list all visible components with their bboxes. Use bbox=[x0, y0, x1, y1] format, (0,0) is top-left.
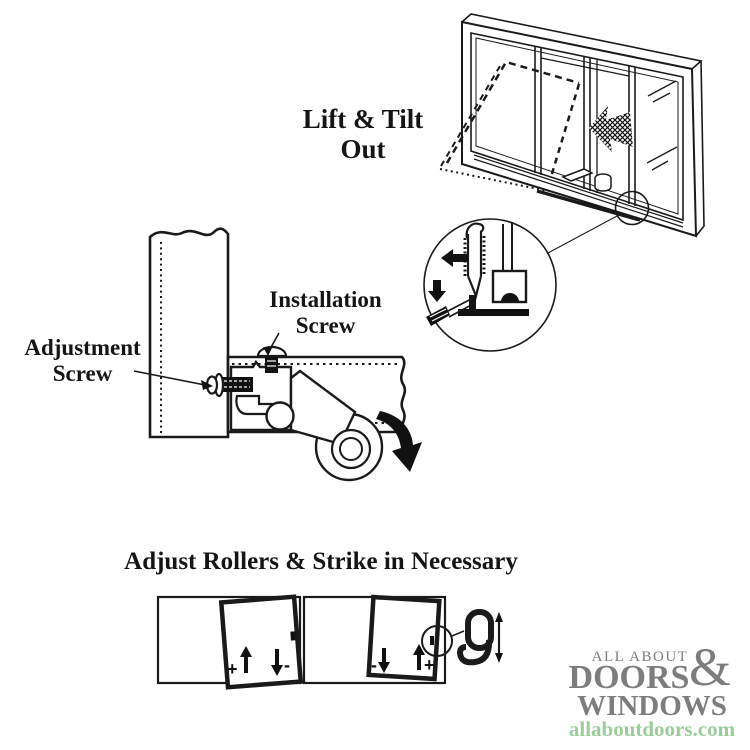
right-door-minus-marker: - bbox=[371, 655, 377, 675]
installation-screw-label: Installation Screw bbox=[248, 287, 403, 339]
tilt-out-arrow-icon bbox=[589, 106, 633, 152]
left-door-latch bbox=[290, 631, 296, 641]
right-lower-arrow-icon bbox=[378, 648, 390, 673]
detail-connector-line bbox=[547, 215, 618, 254]
logo-all-about: ALL ABOUT bbox=[591, 649, 689, 665]
roller-wheel-hub bbox=[339, 437, 363, 461]
adjustment-screw-label: Adjustment Screw bbox=[5, 335, 160, 387]
tilted-door-dashed-outline bbox=[439, 60, 581, 192]
logo-doors: DOORS bbox=[568, 659, 690, 696]
lift-tilt-detail-circle bbox=[423, 218, 557, 352]
adjustment-screw bbox=[205, 372, 253, 398]
lift-tilt-caption-line1: Lift & Tilt bbox=[302, 104, 424, 134]
adjustment-screw-pointer-arrow bbox=[133, 370, 213, 390]
screwdriver bbox=[426, 297, 476, 326]
left-lower-arrow-icon bbox=[271, 649, 283, 676]
strike-highlight-circle bbox=[421, 625, 453, 657]
logo-windows: WINDOWS bbox=[577, 690, 727, 722]
left-door-minus-marker: - bbox=[284, 655, 290, 675]
logo-ampersand: & bbox=[689, 637, 732, 697]
roller-wheel-middle bbox=[330, 428, 372, 470]
installation-screw-pointer-arrow bbox=[263, 332, 280, 356]
roller-location-highlight-circle bbox=[614, 190, 650, 226]
bottom-track bbox=[473, 154, 684, 228]
strike-connector-line bbox=[451, 630, 465, 637]
door-jamb bbox=[502, 222, 513, 271]
roller-swing-arrow-icon bbox=[376, 411, 422, 472]
adjust-doors-diagrams bbox=[156, 594, 503, 690]
door-handle bbox=[561, 168, 612, 192]
adjustment-screw-label-line1: Adjustment bbox=[24, 335, 141, 360]
installation-screw-label-line2: Screw bbox=[295, 312, 356, 338]
panel-mullions bbox=[534, 47, 636, 206]
strike-keeper bbox=[456, 609, 494, 666]
pry-left-arrow-icon bbox=[441, 249, 468, 267]
right-door-plus-marker: + bbox=[424, 655, 435, 675]
lift-tilt-caption-line2: Out bbox=[340, 134, 386, 165]
door-frame bbox=[461, 13, 705, 238]
lift-tilt-caption: Lift & Tilt Out bbox=[288, 104, 438, 164]
left-door-plus-marker: + bbox=[227, 659, 238, 679]
adjustment-screw-label-line2: Screw bbox=[52, 360, 113, 386]
right-door bbox=[366, 594, 442, 682]
right-raise-arrow-icon bbox=[413, 644, 425, 670]
installation-screw-label-line1: Installation bbox=[269, 287, 382, 312]
roller-in-track bbox=[501, 293, 519, 302]
track-bar bbox=[458, 309, 529, 316]
strike-adjust-arrow-icon bbox=[495, 612, 503, 663]
adjust-section-heading: Adjust Rollers & Strike in Necessary bbox=[124, 548, 518, 575]
pry-down-arrow-icon bbox=[428, 280, 446, 302]
strike-latch-mark bbox=[430, 636, 434, 645]
left-raise-arrow-icon bbox=[240, 646, 252, 673]
glass-reflection-marks bbox=[646, 80, 678, 171]
logo-website: allaboutdoors.com bbox=[568, 717, 736, 741]
left-door bbox=[218, 594, 304, 690]
sliding-door-unit-diagram bbox=[439, 13, 705, 254]
roller-adjustment-diagram bbox=[133, 227, 422, 482]
track-lip bbox=[469, 295, 476, 309]
